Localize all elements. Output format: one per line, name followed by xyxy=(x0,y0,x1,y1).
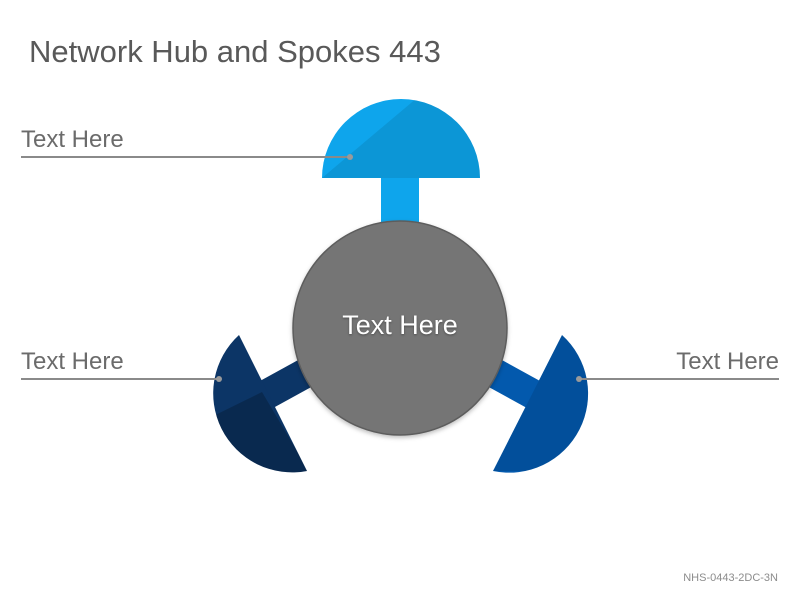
spoke-top xyxy=(322,99,480,178)
slide-title: Network Hub and Spokes 443 xyxy=(29,34,441,69)
leader-line-left xyxy=(21,376,222,382)
hub-label: Text Here xyxy=(342,310,458,340)
spoke-label-bottom-right: Text Here xyxy=(676,348,779,375)
spoke-label-top: Text Here xyxy=(21,126,124,153)
leader-line-top xyxy=(21,154,353,160)
spoke-label-bottom-left: Text Here xyxy=(21,348,124,375)
hub-circle xyxy=(292,220,508,436)
connector-top xyxy=(381,176,419,228)
product-code: NHS-0443-2DC-3N xyxy=(683,572,778,584)
spoke-bottom-right xyxy=(493,335,589,473)
leader-line-right xyxy=(576,376,779,382)
